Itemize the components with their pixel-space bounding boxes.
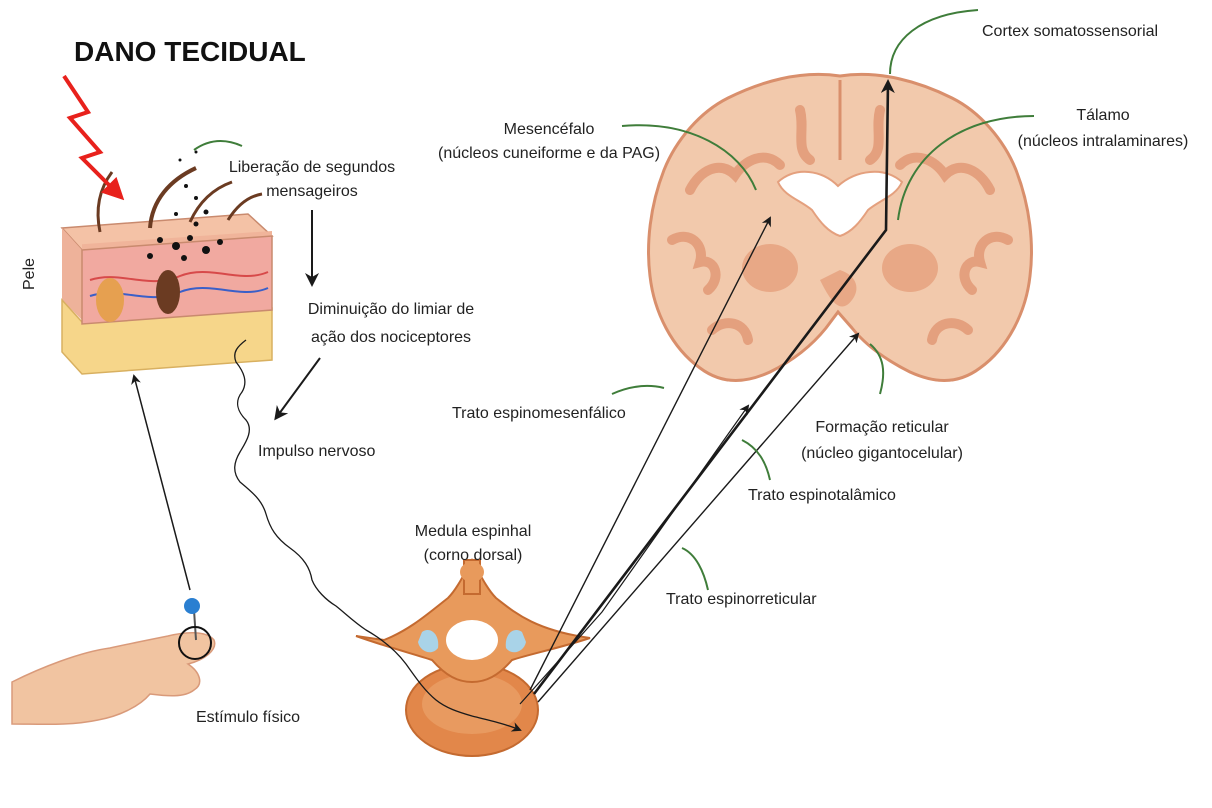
page-title: DANO TECIDUAL [74,40,306,64]
label-impulso-nervoso: Impulso nervoso [258,440,375,464]
hand-icon [12,633,215,725]
tract-spinomesencephalic [530,218,770,690]
label-diminuicao-line2: ação dos nociceptores [286,326,496,350]
label-estimulo-fisico: Estímulo físico [196,706,300,730]
label-diminuicao-line1: Diminuição do limiar de [286,298,496,322]
label-trato-espinorreticular: Trato espinorreticular [666,588,817,612]
arrow-stimulus-to-skin [134,376,190,590]
label-trato-espinomesenfalico: Trato espinomesenfálico [452,402,626,426]
tract-spinoreticular [538,334,858,702]
vertebra-icon [356,560,590,756]
label-mesencefalo-line1: Mesencéfalo [418,118,680,142]
label-pele: Pele [18,240,42,290]
label-medula-line1: Medula espinhal [398,520,548,544]
label-talamo-line2: (núcleos intralaminares) [1000,130,1206,154]
label-talamo-line1: Tálamo [1000,104,1206,128]
label-formacao-line1: Formação reticular [784,416,980,440]
label-liberacao-line1: Liberação de segundos [212,156,412,180]
lightning-bolt-icon [64,76,120,196]
label-mesencefalo-line2: (núcleos cuneiforme e da PAG) [418,142,680,166]
label-trato-espinotalamico: Trato espinotalâmico [748,484,896,508]
label-medula-line2: (corno dorsal) [398,544,548,568]
arrow-diminuicao-to-impulso [276,358,320,418]
brain-coronal-section-icon [649,74,1032,380]
tract-extra [520,406,748,704]
label-formacao-line2: (núcleo gigantocelular) [784,442,980,466]
label-liberacao-line2: mensageiros [212,180,412,204]
label-cortex: Cortex somatossensorial [982,20,1158,44]
